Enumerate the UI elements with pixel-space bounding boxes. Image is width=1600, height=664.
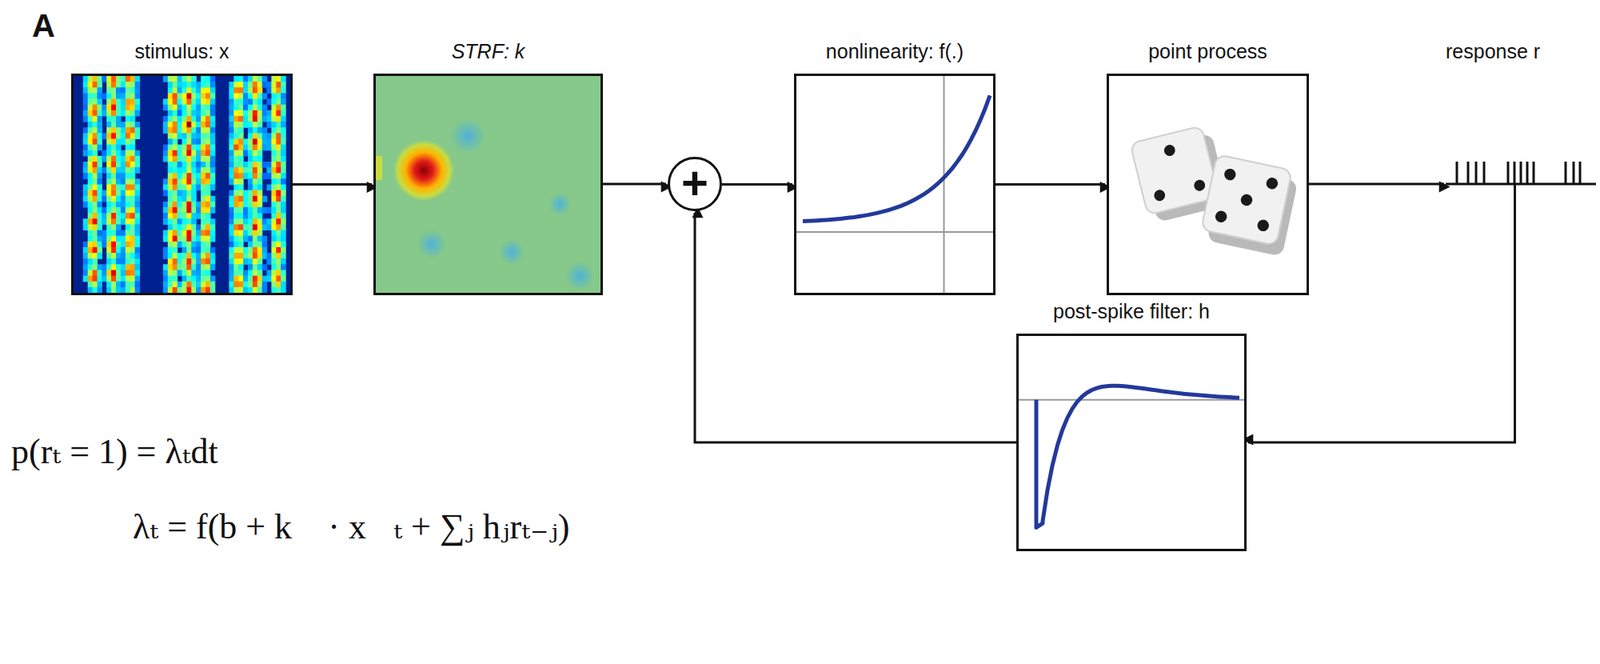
response-train: response r [1445, 159, 1597, 208]
point-process-box: point process [1106, 73, 1309, 296]
equation: p(rₜ = 1) = λₜdt [11, 430, 219, 472]
illustration [1018, 335, 1245, 549]
connector-arrow [602, 183, 667, 186]
box-title: point process [1148, 39, 1268, 64]
box-title: STRF: k [451, 39, 526, 64]
connector-arrow [995, 183, 1106, 186]
post-spike-filter-box: post-spike filter: h [1016, 333, 1247, 551]
box-title: post-spike filter: h [1053, 299, 1210, 324]
box-title: response r [1445, 39, 1541, 64]
nonlinearity-box: nonlinearity: f(.) [794, 73, 996, 296]
connector-arrow [292, 183, 372, 186]
stimulus-box: stimulus: x [71, 73, 293, 296]
illustration [1109, 75, 1307, 293]
illustration [796, 75, 994, 293]
sum-sign: + [670, 159, 720, 208]
strf-box: STRF: k [373, 73, 603, 296]
connector-arrow [1308, 183, 1445, 186]
connector-arrow [722, 183, 793, 186]
box-title: stimulus: x [134, 39, 229, 64]
illustration [375, 75, 601, 293]
illustration [1445, 159, 1597, 208]
illustration [73, 75, 291, 293]
equation: λₜ = f(b + k⃗ · x⃗ₜ + ∑ⱼ hⱼrₜ₋ⱼ) [132, 505, 571, 547]
panel-letter: A [31, 7, 56, 44]
box-title: nonlinearity: f(.) [825, 39, 964, 64]
sum-junction: + [667, 156, 723, 212]
